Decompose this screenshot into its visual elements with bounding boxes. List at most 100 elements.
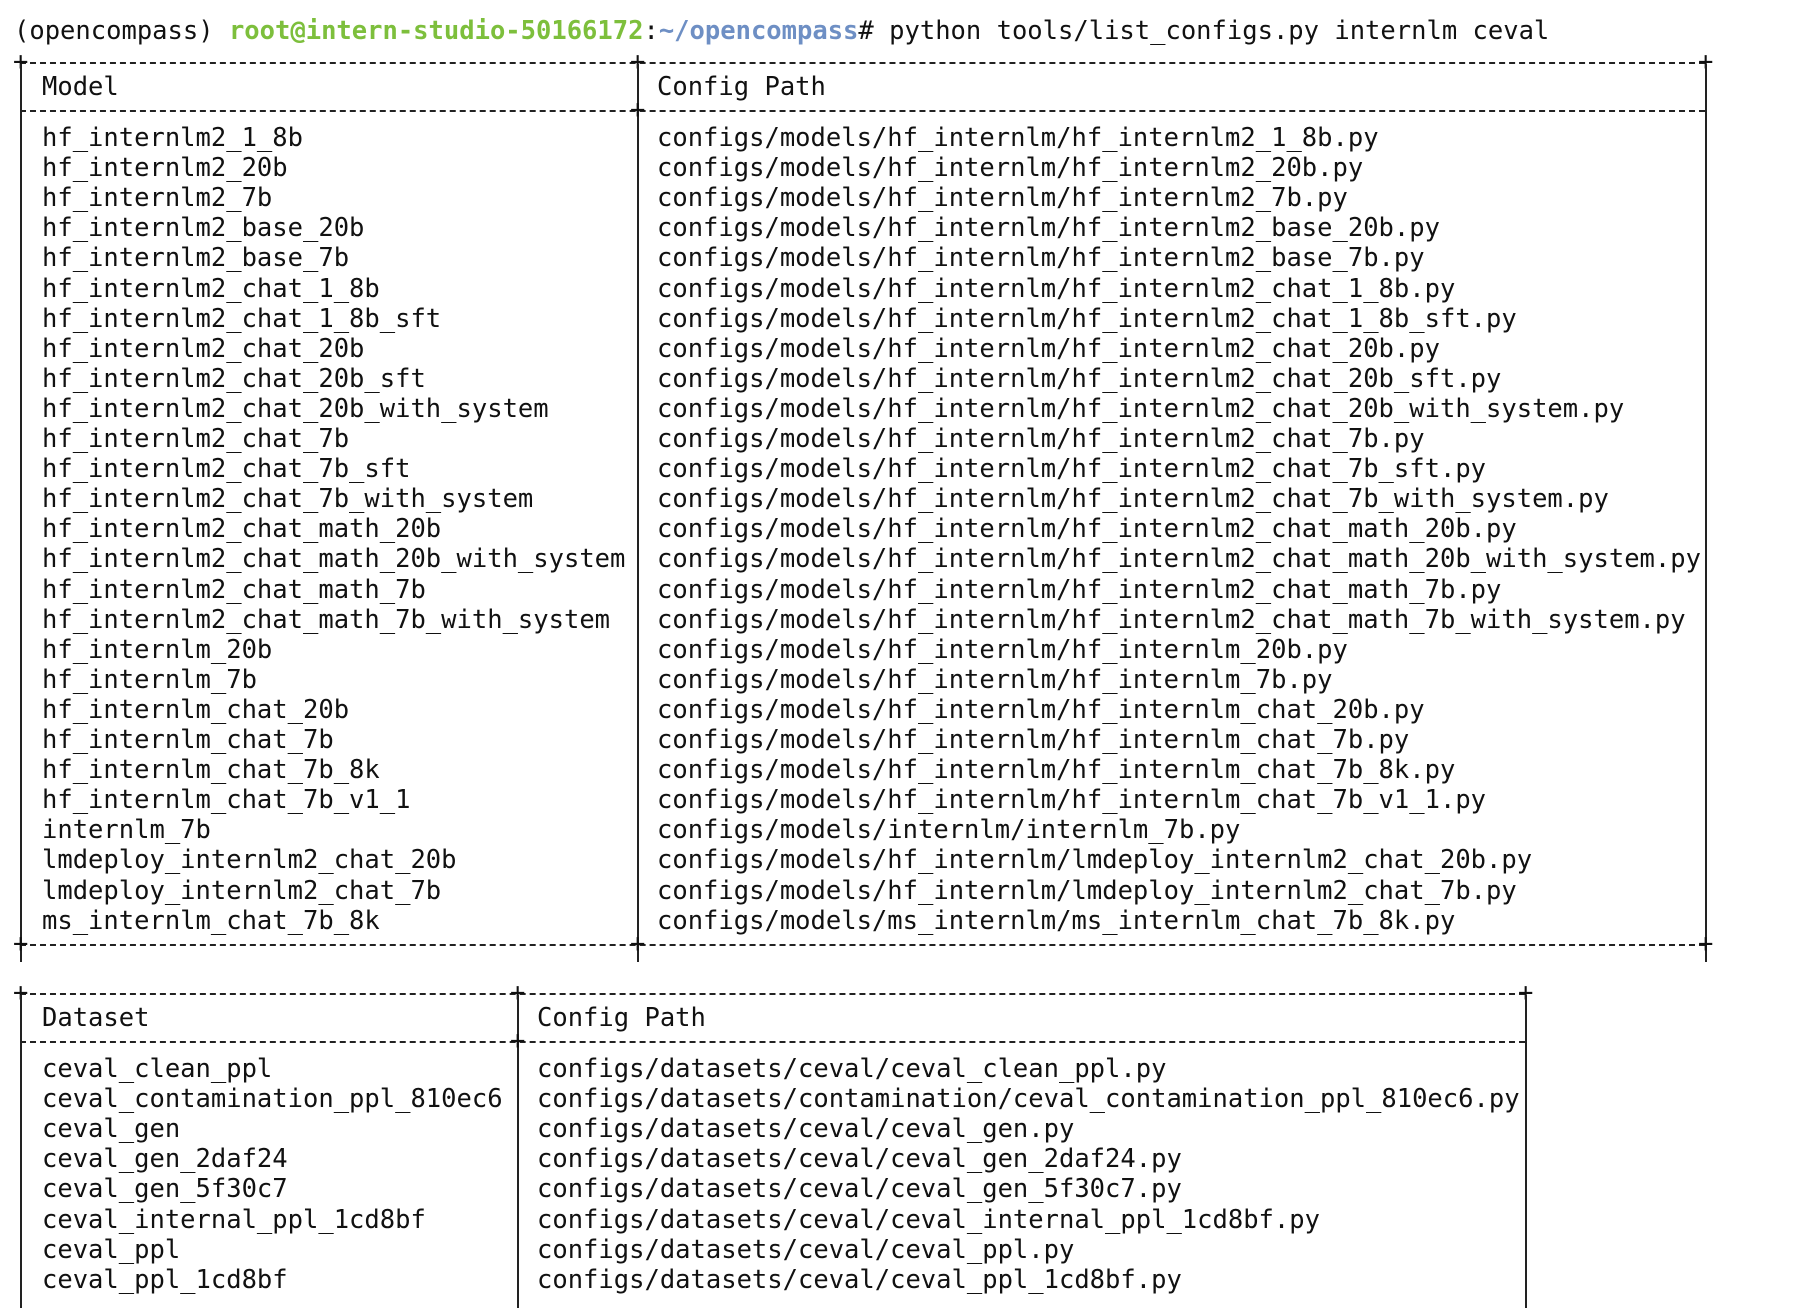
table-row-name: hf_internlm2_7b	[42, 183, 273, 214]
prompt-command: python tools/list_configs.py internlm ce…	[889, 16, 1550, 46]
prompt-user-host: root@intern-studio-50166172	[228, 16, 644, 46]
table-row-path: configs/models/hf_internlm/hf_internlm2_…	[657, 333, 1440, 364]
table-row-name: ceval_gen	[42, 1114, 181, 1145]
table-row-name: ceval_ppl_1cd8bf	[42, 1264, 288, 1295]
table-row-name: ceval_contamination_ppl_810ec6	[42, 1084, 503, 1115]
datasets_table-column-divider	[1525, 995, 1527, 1308]
table-row-name: hf_internlm_chat_7b_v1_1	[42, 785, 411, 816]
table-row-path: configs/models/hf_internlm/hf_internlm_c…	[657, 694, 1425, 725]
table-row-path: configs/models/hf_internlm/hf_internlm_c…	[657, 725, 1410, 755]
table-row-path: configs/datasets/contamination/ceval_con…	[537, 1084, 1520, 1115]
table-row-path: configs/models/hf_internlm/hf_internlm2_…	[657, 604, 1686, 635]
datasets_table-header-path: Config Path	[537, 1003, 706, 1033]
table-row-path: configs/datasets/ceval/ceval_clean_ppl.p…	[537, 1054, 1167, 1084]
models_table-corner: +	[1698, 47, 1714, 77]
table-row-name: hf_internlm_chat_7b	[42, 725, 334, 755]
table-row-path: configs/models/hf_internlm/hf_internlm2_…	[657, 514, 1517, 545]
models_table-corner: +	[1698, 928, 1714, 959]
table-row-path: configs/datasets/ceval/ceval_internal_pp…	[537, 1204, 1320, 1235]
table-row-path: configs/models/hf_internlm/hf_internlm_7…	[657, 664, 1333, 695]
table-row-path: configs/models/hf_internlm/hf_internlm2_…	[657, 153, 1364, 184]
table-row-name: ceval_clean_ppl	[42, 1054, 273, 1084]
table-row-name: hf_internlm2_chat_math_20b	[42, 514, 442, 545]
models_table-header-name: Model	[42, 72, 119, 102]
models_table-column-divider	[1705, 64, 1707, 962]
datasets_table-corner: +	[510, 978, 526, 1008]
datasets_table-column-divider	[517, 995, 519, 1308]
prompt-path: ~/opencompass	[658, 16, 859, 46]
prompt-env: (opencompass)	[14, 16, 214, 46]
models_table-corner: +	[13, 928, 29, 959]
table-row-path: configs/models/hf_internlm/hf_internlm2_…	[657, 303, 1517, 334]
models_table-corner: +	[13, 47, 29, 77]
table-row-name: hf_internlm2_20b	[42, 153, 288, 184]
table-row-name: lmdeploy_internlm2_chat_20b	[42, 845, 457, 876]
table-row-path: configs/models/hf_internlm/hf_internlm2_…	[657, 123, 1379, 153]
table-row-path: configs/models/hf_internlm/hf_internlm2_…	[657, 454, 1487, 485]
table-row-name: hf_internlm2_chat_1_8b_sft	[42, 303, 442, 334]
table-row-name: ceval_ppl	[42, 1234, 181, 1265]
table-row-name: hf_internlm2_chat_20b	[42, 333, 365, 364]
table-row-path: configs/datasets/ceval/ceval_gen_5f30c7.…	[537, 1174, 1182, 1205]
table-row-path: configs/datasets/ceval/ceval_ppl.py	[537, 1234, 1075, 1265]
table-row-name: hf_internlm2_chat_7b_with_system	[42, 484, 534, 515]
table-row-name: internlm_7b	[42, 815, 211, 846]
table-row-path: configs/models/hf_internlm/hf_internlm2_…	[657, 213, 1440, 244]
datasets_table-column-divider	[20, 995, 22, 1308]
models_table-bottom-border	[20, 943, 1705, 946]
table-row-path: configs/models/ms_internlm/ms_internlm_c…	[657, 905, 1456, 936]
models_table-corner: +	[630, 95, 646, 125]
table-row-name: ceval_gen_5f30c7	[42, 1174, 288, 1205]
models_table-top-border	[20, 62, 1705, 64]
table-row-path: configs/models/hf_internlm/hf_internlm2_…	[657, 363, 1502, 394]
table-row-path: configs/models/hf_internlm/hf_internlm2_…	[657, 484, 1609, 515]
table-row-path: configs/models/hf_internlm/hf_internlm2_…	[657, 273, 1456, 304]
table-row-name: hf_internlm_20b	[42, 634, 273, 665]
table-row-name: hf_internlm2_chat_math_7b	[42, 574, 426, 605]
table-row-path: configs/models/hf_internlm/hf_internlm2_…	[657, 183, 1348, 214]
table-row-name: lmdeploy_internlm2_chat_7b	[42, 875, 442, 906]
models_table-corner: +	[630, 928, 646, 959]
table-row-name: hf_internlm2_base_20b	[42, 213, 365, 244]
table-row-name: hf_internlm_chat_7b_8k	[42, 755, 380, 786]
table-row-path: configs/models/hf_internlm/hf_internlm2_…	[657, 544, 1701, 575]
table-row-name: hf_internlm2_chat_math_20b_with_system	[42, 544, 626, 575]
table-row-path: configs/models/hf_internlm/hf_internlm2_…	[657, 574, 1502, 605]
table-row-name: ms_internlm_chat_7b_8k	[42, 905, 380, 936]
table-row-name: hf_internlm2_chat_math_7b_with_system	[42, 604, 611, 635]
table-row-name: hf_internlm2_chat_20b_sft	[42, 363, 426, 394]
command-prompt-line: (opencompass) root@intern-studio-5016617…	[14, 16, 1549, 46]
table-row-name: hf_internlm_chat_20b	[42, 694, 350, 725]
table-row-path: configs/datasets/ceval/ceval_ppl_1cd8bf.…	[537, 1264, 1182, 1295]
table-row-path: configs/models/hf_internlm/hf_internlm_c…	[657, 785, 1487, 816]
table-row-path: configs/models/hf_internlm/hf_internlm2_…	[657, 393, 1625, 424]
table-row-name: ceval_internal_ppl_1cd8bf	[42, 1204, 426, 1235]
table-row-path: configs/models/hf_internlm/lmdeploy_inte…	[657, 845, 1533, 876]
table-row-name: hf_internlm2_chat_1_8b	[42, 273, 380, 304]
table-row-path: configs/models/hf_internlm/lmdeploy_inte…	[657, 875, 1517, 906]
table-row-name: hf_internlm2_chat_20b_with_system	[42, 393, 549, 424]
datasets_table-corner: +	[510, 1026, 526, 1056]
table-row-path: configs/datasets/ceval/ceval_gen_2daf24.…	[537, 1144, 1182, 1175]
models_table-column-divider	[637, 64, 639, 962]
table-row-path: configs/models/hf_internlm/hf_internlm_2…	[657, 634, 1348, 665]
table-row-name: hf_internlm2_1_8b	[42, 123, 303, 153]
datasets_table-top-border	[20, 993, 1525, 995]
datasets_table-corner: +	[13, 978, 29, 1008]
table-row-path: configs/models/internlm/internlm_7b.py	[657, 815, 1241, 846]
datasets_table-header-name: Dataset	[42, 1003, 150, 1033]
table-row-name: hf_internlm2_base_7b	[42, 243, 350, 274]
table-row-path: configs/models/hf_internlm/hf_internlm2_…	[657, 243, 1425, 274]
table-row-path: configs/models/hf_internlm/hf_internlm_c…	[657, 755, 1456, 786]
models_table-header-path: Config Path	[657, 72, 826, 102]
models_table-column-divider	[20, 64, 22, 962]
datasets_table-header-separator	[20, 1041, 1525, 1043]
models_table-header-separator	[20, 110, 1705, 112]
table-row-name: hf_internlm2_chat_7b_sft	[42, 454, 411, 485]
table-row-name: ceval_gen_2daf24	[42, 1144, 288, 1175]
prompt-symbol: #	[858, 16, 874, 46]
prompt-colon: :	[643, 16, 659, 46]
table-row-path: configs/datasets/ceval/ceval_gen.py	[537, 1114, 1075, 1145]
table-row-name: hf_internlm_7b	[42, 664, 257, 695]
